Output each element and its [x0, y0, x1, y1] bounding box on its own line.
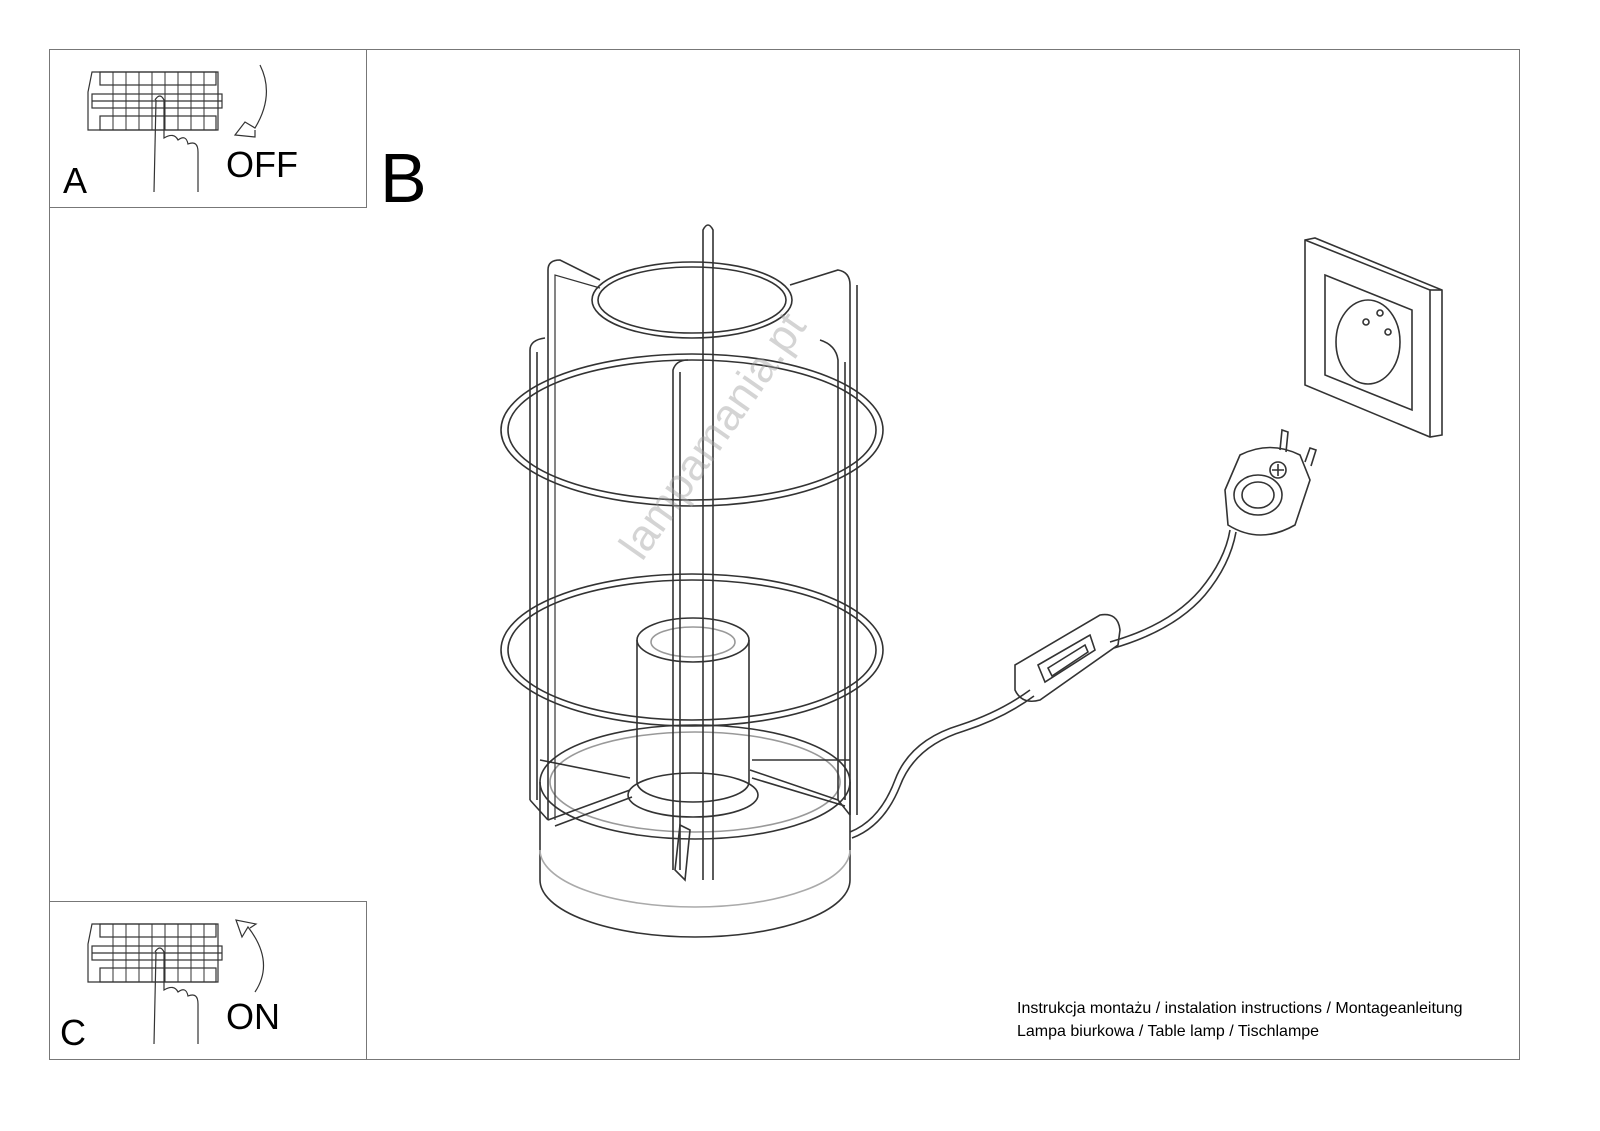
lamp-holder: [636, 617, 750, 803]
step-c-panel: C ON: [49, 901, 367, 1060]
breaker-hand-icon: [87, 919, 265, 1045]
plug-drawing: [1224, 428, 1317, 536]
lamp-base: [539, 724, 851, 938]
caption-line-1: Instrukcja montażu / instalation instruc…: [1017, 1000, 1463, 1017]
step-a-letter: A: [63, 160, 88, 201]
breaker-hand-icon: [87, 64, 268, 193]
power-cord: [849, 529, 1237, 839]
wall-socket-drawing: [1304, 237, 1443, 438]
sheet-frame: [49, 49, 1520, 1060]
step-b-letter: B: [380, 139, 427, 217]
cage-frame: [500, 224, 884, 882]
step-c-state: ON: [226, 996, 280, 1037]
step-c-letter: C: [60, 1012, 86, 1053]
step-a-state: OFF: [226, 144, 298, 185]
caption-line-2: Lampa biurkowa / Table lamp / Tischlampe: [1017, 1023, 1320, 1040]
caption: Instrukcja montażu / instalation instruc…: [1017, 997, 1463, 1043]
step-a-panel: A OFF: [49, 49, 367, 208]
inline-switch-drawing: [1014, 613, 1121, 703]
